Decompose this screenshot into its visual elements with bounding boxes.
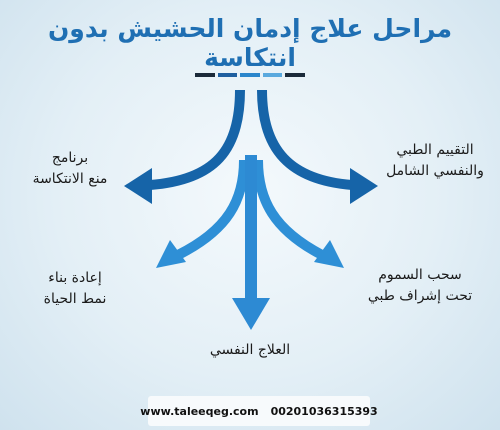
title-divider [195,73,305,77]
footer-phone[interactable]: 00201036315393 [270,404,378,418]
arrowhead-lifestyle [156,240,186,268]
node-psychotherapy-line-1: العلاج النفسي [209,342,291,358]
arrowhead-assessment [350,168,378,204]
node-relapse-prevention: برنامج منع الانتكاسة [10,148,130,190]
arrowhead-psychotherapy [232,298,270,330]
divider-segment-2 [217,73,238,77]
diagram-title: مراحل علاج إدمان الحشيش بدون انتكاسة [47,14,453,72]
node-relapse-prevention-line-1: برنامج [51,150,89,166]
node-detox-line-1: سحب السموم [378,267,462,283]
node-lifestyle-line-2: نمط الحياة [43,291,107,307]
arrow-to-lifestyle [175,159,249,260]
node-lifestyle-line-1: إعادة بناء [48,270,102,286]
node-psychotherapy: العلاج النفسي [190,340,310,361]
node-detox-line-2: تحت إشراف طبي [367,288,473,304]
node-lifestyle: إعادة بناء نمط الحياة [25,268,125,310]
node-assessment-line-1: التقييم الطبي [396,142,474,158]
node-assessment: التقييم الطبي والنفسي الشامل [380,140,490,182]
divider-segment-4 [262,73,283,77]
arrowhead-relapse-prevention [124,168,152,204]
footer-website[interactable]: www.taleeqeg.com [140,404,259,418]
divider-segment-3 [240,73,260,77]
arrow-to-psychotherapy [245,155,257,305]
arrow-to-assessment [257,89,353,190]
node-assessment-line-2: والنفسي الشامل [386,163,484,179]
footer-bar: www.taleeqeg.com 00201036315393 [140,396,378,426]
node-relapse-prevention-line-2: منع الانتكاسة [32,171,108,187]
node-detox: سحب السموم تحت إشراف طبي [355,265,485,307]
divider-segment-1 [195,73,215,77]
arrow-to-relapse-prevention [149,89,245,190]
divider-segment-5 [285,73,305,77]
arrowhead-detox [314,240,344,268]
arrow-to-detox [253,159,325,260]
